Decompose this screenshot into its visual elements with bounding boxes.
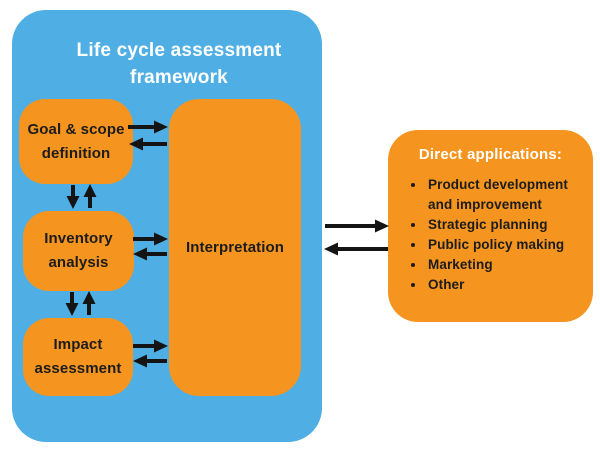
interpretation-box: Interpretation bbox=[169, 99, 301, 396]
application-item: Marketing bbox=[426, 255, 583, 275]
arrow-applications-to-framework-left bbox=[324, 242, 388, 256]
direct-applications-list: Product development and improvement Stra… bbox=[426, 175, 583, 295]
application-item: Other bbox=[426, 275, 583, 295]
direct-applications-title: Direct applications: bbox=[418, 146, 563, 163]
direct-applications-panel: Direct applications: Product development… bbox=[388, 130, 593, 322]
goal-scope-definition-box: Goal & scope definition bbox=[19, 99, 133, 184]
application-item: Strategic planning bbox=[426, 215, 583, 235]
inventory-analysis-box: Inventory analysis bbox=[23, 211, 134, 291]
inventory-analysis-label: Inventory analysis bbox=[44, 230, 113, 271]
arrow-framework-to-applications-right bbox=[325, 219, 389, 233]
goal-scope-definition-label: Goal & scope definition bbox=[27, 120, 125, 162]
impact-assessment-box: Impact assessment bbox=[23, 318, 133, 396]
application-item: Product development and improvement bbox=[426, 175, 583, 215]
impact-assessment-label: Impact assessment bbox=[34, 336, 122, 377]
framework-title: Life cycle assessment framework bbox=[76, 40, 282, 88]
interpretation-label: Interpretation bbox=[185, 238, 285, 256]
application-item: Public policy making bbox=[426, 235, 583, 255]
